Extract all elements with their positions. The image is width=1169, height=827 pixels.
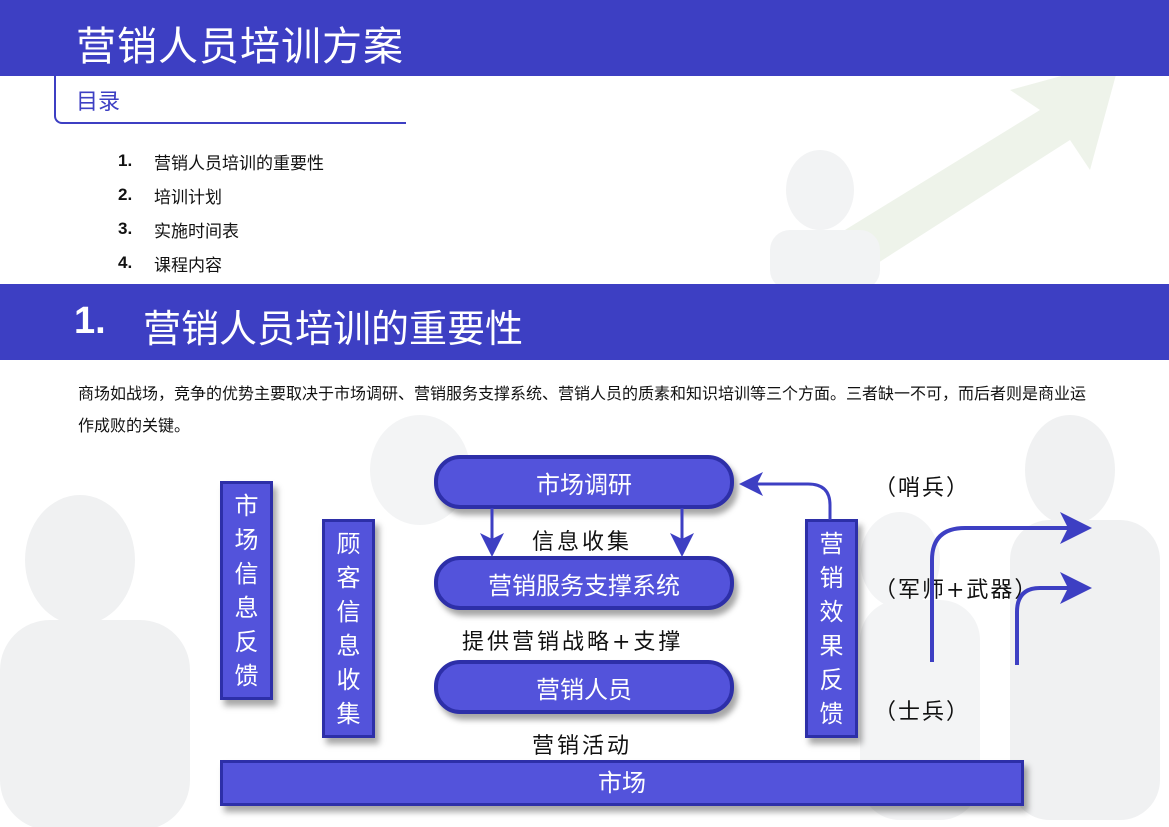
effect-feedback-char: 反 bbox=[819, 665, 844, 694]
customer-info-char: 集 bbox=[336, 699, 361, 728]
effect-feedback-box: 营 销 效 果 反 馈 bbox=[805, 519, 858, 738]
market-feedback-box: 市 场 信 息 反 馈 bbox=[220, 481, 273, 700]
toc-item[interactable]: 2. 培训计划 bbox=[118, 178, 324, 212]
strategy-support-label: 提供营销战略+支撑 bbox=[462, 630, 684, 655]
customer-info-char: 息 bbox=[336, 631, 361, 660]
market-feedback-char: 信 bbox=[234, 559, 259, 588]
effect-feedback-char: 果 bbox=[819, 631, 844, 660]
customer-info-box: 顾 客 信 息 收 集 bbox=[322, 519, 375, 738]
toc-item-num: 1. bbox=[118, 151, 133, 170]
customer-info-char: 客 bbox=[336, 563, 361, 592]
title-band: 营销人员培训方案 bbox=[0, 0, 1169, 76]
soldier-label: （士兵） bbox=[874, 700, 971, 725]
market-feedback-char: 市 bbox=[234, 491, 259, 520]
service-system-box: 营销服务支撑系统 bbox=[434, 556, 734, 610]
section-band: 1. 营销人员培训的重要性 bbox=[0, 284, 1169, 360]
toc-item-num: 4. bbox=[118, 253, 133, 272]
toc-item-label: 营销人员培训的重要性 bbox=[154, 153, 324, 174]
toc-item-num: 2. bbox=[118, 185, 133, 204]
customer-info-char: 收 bbox=[336, 665, 361, 694]
toc-item[interactable]: 4. 课程内容 bbox=[118, 246, 324, 280]
info-collect-label: 信息收集 bbox=[532, 530, 633, 555]
market-feedback-char: 场 bbox=[234, 525, 259, 554]
section-paragraph: 商场如战场，竞争的优势主要取决于市场调研、营销服务支撑系统、营销人员的质素和知识… bbox=[78, 384, 1087, 435]
toc-item[interactable]: 1. 营销人员培训的重要性 bbox=[118, 144, 324, 178]
sentry-label: （哨兵） bbox=[874, 476, 971, 501]
toc-item-num: 3. bbox=[118, 219, 133, 238]
effect-feedback-char: 销 bbox=[819, 563, 844, 592]
market-feedback-char: 馈 bbox=[234, 661, 259, 690]
effect-feedback-char: 馈 bbox=[819, 699, 844, 728]
sales-staff-box: 营销人员 bbox=[434, 660, 734, 714]
market-bar-label: 市场 bbox=[598, 769, 646, 797]
market-feedback-char: 反 bbox=[234, 627, 259, 656]
toc-item[interactable]: 3. 实施时间表 bbox=[118, 212, 324, 246]
arrow-feedback bbox=[739, 472, 832, 520]
section-number: 1. bbox=[74, 300, 106, 342]
section-title: 营销人员培训的重要性 bbox=[143, 307, 524, 351]
arrow-growth-mid bbox=[1015, 572, 1092, 665]
sales-activity-label: 营销活动 bbox=[532, 734, 633, 759]
toc-heading: 目录 bbox=[54, 76, 406, 124]
effect-feedback-char: 效 bbox=[819, 597, 844, 626]
market-research-box: 市场调研 bbox=[434, 455, 734, 509]
customer-info-char: 信 bbox=[336, 597, 361, 626]
toc-list: 1. 营销人员培训的重要性 2. 培训计划 3. 实施时间表 4. 课程内容 bbox=[118, 144, 324, 280]
arrow-growth-top bbox=[930, 512, 1092, 662]
toc-item-label: 课程内容 bbox=[154, 255, 222, 276]
toc-heading-label: 目录 bbox=[76, 90, 121, 115]
toc-item-label: 实施时间表 bbox=[154, 221, 239, 242]
customer-info-char: 顾 bbox=[336, 529, 361, 558]
page-title: 营销人员培训方案 bbox=[76, 24, 404, 70]
market-bar: 市场 bbox=[220, 760, 1024, 806]
market-feedback-char: 息 bbox=[234, 593, 259, 622]
toc-item-label: 培训计划 bbox=[154, 187, 222, 208]
advisor-label: （军师+武器） bbox=[874, 578, 1039, 603]
effect-feedback-char: 营 bbox=[819, 529, 844, 558]
